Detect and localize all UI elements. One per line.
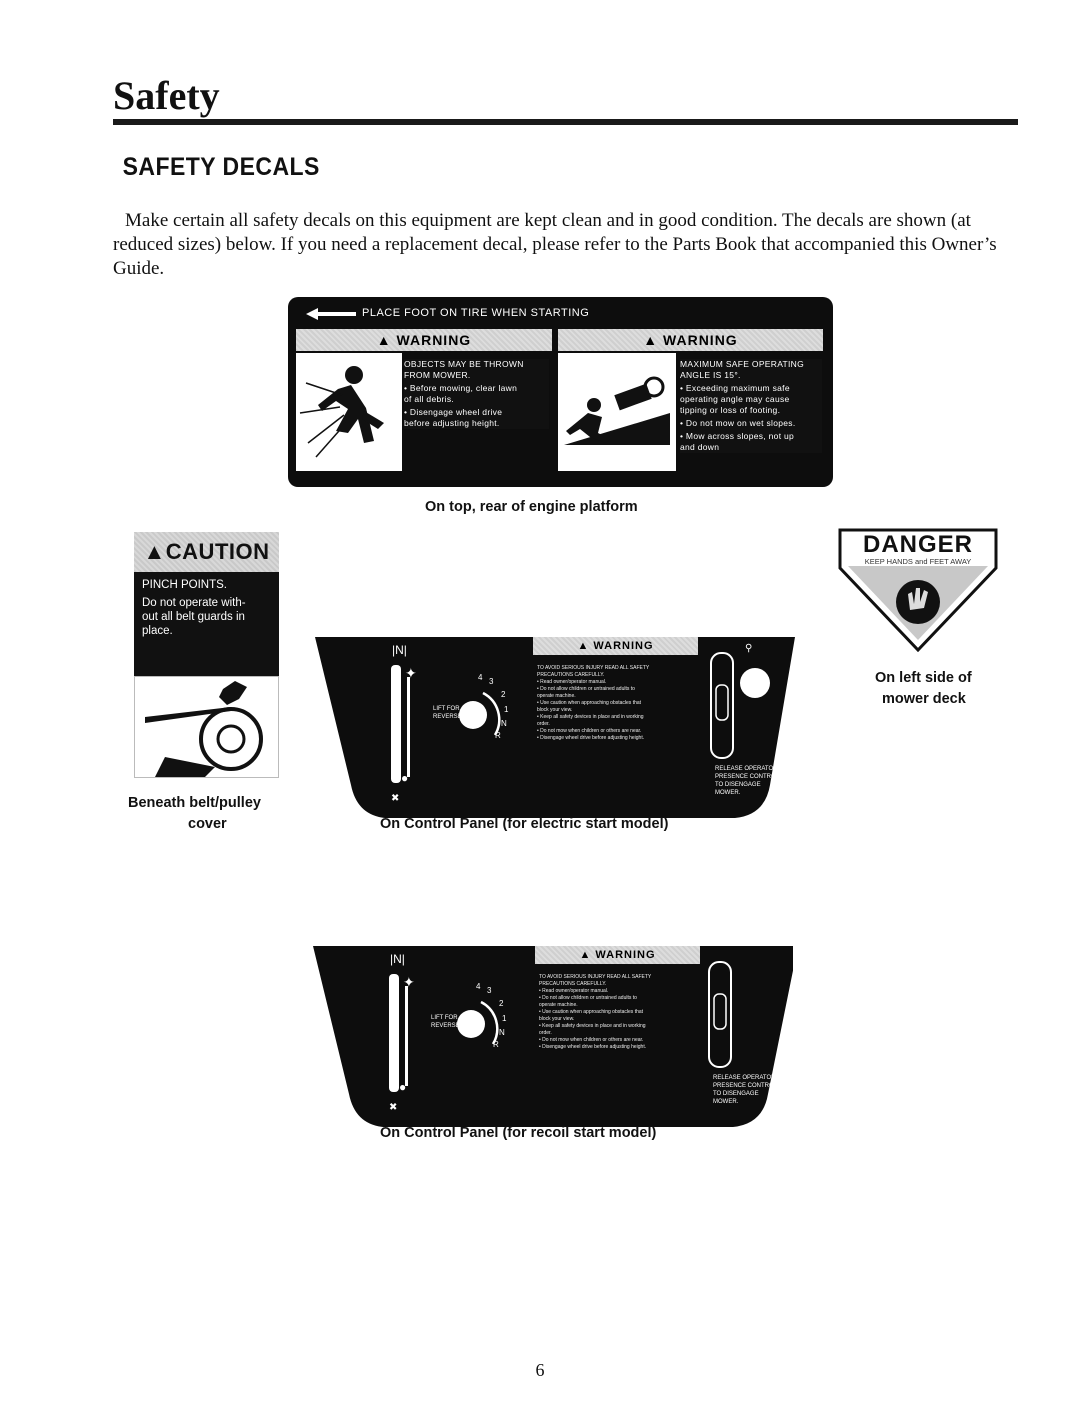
speed-n: N [501, 719, 507, 728]
danger-subtitle: KEEP HANDS and FEET AWAY [864, 557, 972, 566]
choke-icon: ✖ [391, 793, 400, 804]
warning-label: WARNING [396, 332, 472, 348]
caption-caution-1: Beneath belt/pulley [128, 795, 261, 811]
choke-icon: ✖ [389, 1102, 398, 1113]
warning-triangle-icon: ▲ [376, 332, 392, 348]
rabbit-fast-icon: ✦ [405, 665, 417, 681]
n-indicator-icon: |N| [392, 643, 407, 657]
section-title: SAFETY DECALS [122, 153, 320, 181]
caution-text-panel: PINCH POINTS. Do not operate with- out a… [134, 572, 279, 676]
danger-label: DANGER [862, 531, 973, 558]
caption-danger-1: On left side of [875, 670, 972, 686]
warning-band-right: ▲ WARNING [558, 329, 823, 351]
caption-caution-2: cover [188, 816, 227, 832]
panel-warning-band: ▲ WARNING [533, 637, 698, 655]
pinch-point-belt-icon [145, 681, 263, 777]
panel-warning-band: ▲ WARNING [535, 946, 700, 964]
speed-4: 4 [476, 982, 481, 991]
caution-line: out all belt guards in [142, 611, 245, 623]
caption-danger-2: mower deck [882, 691, 966, 707]
caution-line: Do not operate with- [142, 597, 246, 609]
slope-pictogram [558, 353, 676, 471]
left-warning-text: OBJECTS MAY BE THROWN FROM MOWER. • Befo… [404, 359, 549, 429]
slope-tipping-icon [564, 376, 670, 445]
caution-line: PINCH POINTS. [142, 579, 227, 591]
pinch-pictogram [134, 676, 279, 778]
speed-1: 1 [504, 705, 509, 714]
control-panel-shape [313, 946, 793, 1127]
danger-decal: DANGER KEEP HANDS and FEET AWAY [838, 528, 998, 653]
thrown-objects-icon [299, 366, 384, 458]
warning-band-left: ▲ WARNING [296, 329, 552, 351]
warning-triangle-icon: ▲ [643, 332, 659, 348]
warning-triangle-icon: ▲ [579, 949, 592, 961]
top-decal: PLACE FOOT ON TIRE WHEN STARTING ▲ WARNI… [288, 297, 833, 487]
caption-recoil: On Control Panel (for recoil start model… [380, 1125, 657, 1141]
speed-n: N [499, 1028, 505, 1037]
speed-3: 3 [489, 677, 494, 686]
rabbit-fast-icon: ✦ [403, 974, 415, 990]
turtle-slow-icon: ● [399, 1080, 407, 1094]
speed-1: 1 [502, 1014, 507, 1023]
thrown-objects-pictogram [296, 353, 402, 471]
danger-shield-icon [838, 528, 998, 653]
warning-triangle-icon: ▲ [577, 640, 590, 652]
arrow-left-icon [306, 308, 356, 320]
speed-r: R [495, 731, 501, 740]
decal-banner: PLACE FOOT ON TIRE WHEN STARTING [362, 307, 590, 319]
speed-4: 4 [478, 673, 483, 682]
caution-label: CAUTION [165, 539, 270, 564]
turtle-slow-icon: ● [401, 771, 409, 785]
speed-r: R [493, 1040, 499, 1049]
caution-line: place. [142, 625, 173, 637]
key-icon: ⚲ [745, 643, 753, 654]
page-title: Safety [113, 73, 220, 118]
speed-2: 2 [501, 690, 506, 699]
intro-paragraph: Make certain all safety decals on this e… [113, 210, 997, 279]
right-warning-text: MAXIMUM SAFE OPERATING ANGLE IS 15°. • E… [680, 359, 822, 453]
page-number: 6 [535, 1360, 545, 1380]
caution-decal: ▲CAUTION PINCH POINTS. Do not operate wi… [134, 532, 279, 778]
caption-top-decal: On top, rear of engine platform [425, 499, 638, 515]
warning-triangle-icon: ▲ [143, 539, 166, 564]
speed-3: 3 [487, 986, 492, 995]
caption-electric: On Control Panel (for electric start mod… [380, 816, 669, 832]
speed-2: 2 [499, 999, 504, 1008]
n-indicator-icon: |N| [390, 952, 405, 966]
control-panel-shape [315, 637, 795, 818]
warning-label: WARNING [663, 332, 738, 348]
caution-band: ▲CAUTION [134, 532, 279, 572]
header-rule [113, 119, 1018, 125]
